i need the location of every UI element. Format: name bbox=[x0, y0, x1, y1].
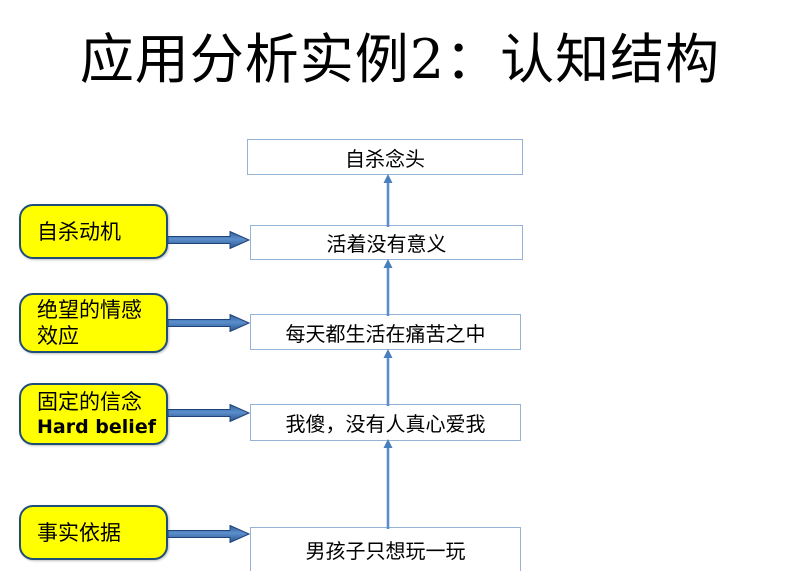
connector-arrow-up-icon bbox=[383, 174, 393, 227]
cause-label-line1: 自杀动机 bbox=[37, 219, 121, 244]
statement-text: 男孩子只想玩一玩 bbox=[305, 539, 466, 563]
block-arrow-right-icon bbox=[168, 404, 250, 422]
connector-arrow-up-icon bbox=[383, 349, 393, 406]
block-arrow-right-icon bbox=[168, 314, 250, 332]
page-title: 应用分析实例2：认知结构 bbox=[79, 28, 721, 91]
statement-box-life-meaningless: 活着没有意义 bbox=[250, 225, 523, 260]
block-arrow-right-icon bbox=[168, 525, 250, 543]
cause-box-hard-belief: 固定的信念 Hard belief bbox=[19, 383, 168, 445]
statement-box-boys-just-play: 男孩子只想玩一玩 bbox=[250, 527, 521, 571]
statement-text: 我傻，没有人真心爱我 bbox=[285, 412, 486, 436]
cause-box-despair-emotion: 绝望的情感 效应 bbox=[19, 293, 168, 353]
block-arrow-right-icon bbox=[168, 231, 250, 249]
cause-box-suicide-motive: 自杀动机 bbox=[19, 204, 168, 259]
statement-text: 活着没有意义 bbox=[326, 232, 447, 256]
cause-label-line1: 事实依据 bbox=[37, 520, 121, 545]
statement-text: 每天都生活在痛苦之中 bbox=[285, 321, 486, 346]
cause-label-line1: 固定的信念 bbox=[37, 390, 142, 414]
statement-box-suicidal-thought: 自杀念头 bbox=[247, 139, 523, 175]
statement-box-nobody-loves-me: 我傻，没有人真心爱我 bbox=[250, 404, 521, 441]
connector-arrow-up-icon bbox=[383, 439, 393, 529]
statement-box-daily-suffering: 每天都生活在痛苦之中 bbox=[250, 314, 521, 350]
cause-label-line2: 效应 bbox=[37, 324, 79, 348]
cause-box-factual-basis: 事实依据 bbox=[19, 505, 168, 560]
cause-label-line2: Hard belief bbox=[37, 416, 156, 438]
statement-text: 自杀念头 bbox=[345, 146, 425, 171]
connector-arrow-up-icon bbox=[383, 259, 393, 316]
cause-label-line1: 绝望的情感 bbox=[37, 298, 142, 322]
